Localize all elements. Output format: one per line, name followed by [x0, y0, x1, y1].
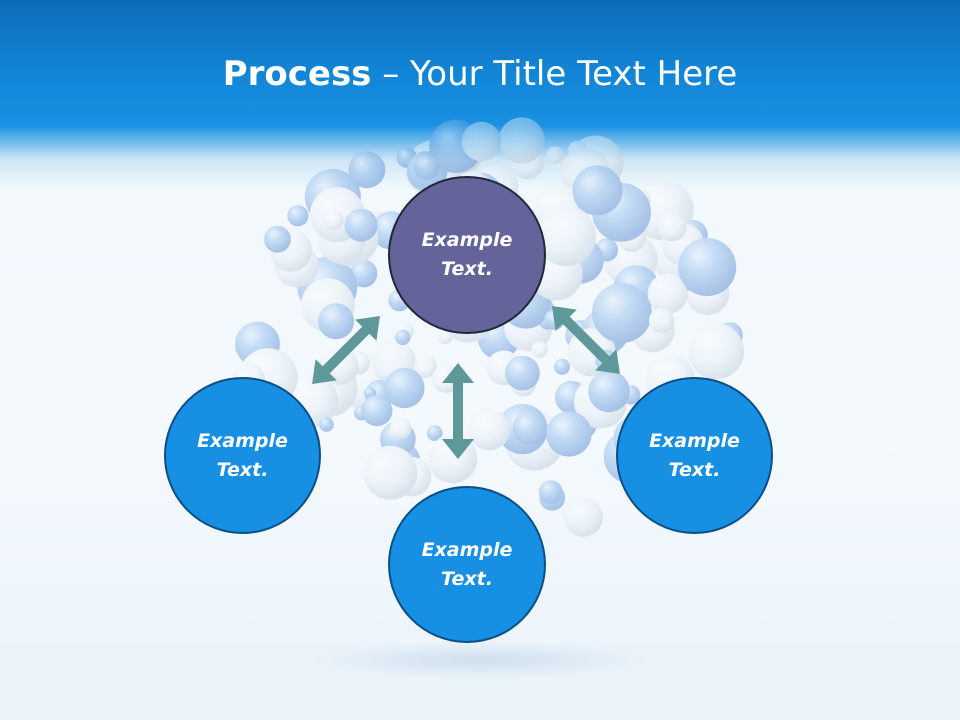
- slide-title: Process – Your Title Text Here: [0, 52, 960, 96]
- sphere: [348, 151, 386, 189]
- left-node-line2: Text.: [216, 458, 269, 481]
- sphere: [592, 283, 652, 343]
- sphere: [264, 225, 291, 253]
- sphere: [536, 206, 596, 267]
- sphere: [588, 370, 630, 413]
- sphere: [563, 497, 603, 537]
- sphere: [505, 355, 540, 391]
- left-node-line1: Example: [197, 429, 288, 452]
- sphere: [554, 358, 570, 375]
- sphere: [688, 323, 745, 380]
- left-node: Example Text.: [164, 377, 321, 534]
- center-node: Example Text.: [388, 176, 546, 334]
- sphere: [538, 480, 563, 504]
- center-node-line2: Text.: [441, 258, 493, 280]
- sphere: [361, 395, 393, 427]
- sphere: [363, 445, 418, 500]
- sphere: [512, 411, 547, 445]
- sphere: [384, 367, 425, 409]
- sphere: [395, 329, 411, 345]
- sphere: [531, 341, 548, 358]
- sphere: [572, 165, 623, 216]
- sphere: [287, 205, 309, 227]
- right-node-line1: Example: [649, 429, 740, 452]
- bottom-node: Example Text.: [388, 486, 546, 643]
- right-node: Example Text.: [616, 377, 773, 534]
- arrow-right-diagonal: [552, 306, 620, 374]
- sphere: [349, 259, 378, 288]
- arrow-left-diagonal: [312, 316, 380, 384]
- sphere: [649, 307, 675, 333]
- title-bold: Process: [222, 54, 372, 94]
- sphere: [658, 213, 687, 242]
- sphere: [468, 408, 511, 451]
- sphere: [344, 208, 378, 242]
- sphere: [461, 121, 502, 162]
- sphere: [413, 153, 440, 180]
- sphere: [318, 303, 355, 340]
- title-rest: – Your Title Text Here: [371, 54, 738, 94]
- arrow-vertical: [442, 363, 474, 459]
- bottom-node-line2: Text.: [441, 567, 493, 590]
- sphere: [389, 417, 412, 439]
- bottom-node-line1: Example: [421, 538, 513, 561]
- floor-shadow: [300, 640, 660, 680]
- sphere: [546, 411, 592, 457]
- sphere: [647, 273, 688, 314]
- sphere: [426, 425, 443, 442]
- sphere: [319, 417, 334, 432]
- sphere: [678, 238, 737, 297]
- right-node-line2: Text.: [668, 458, 721, 481]
- sphere: [546, 146, 564, 164]
- center-node-line1: Example: [421, 229, 513, 251]
- sphere: [498, 117, 545, 164]
- sphere: [323, 210, 344, 230]
- sphere: [413, 354, 437, 378]
